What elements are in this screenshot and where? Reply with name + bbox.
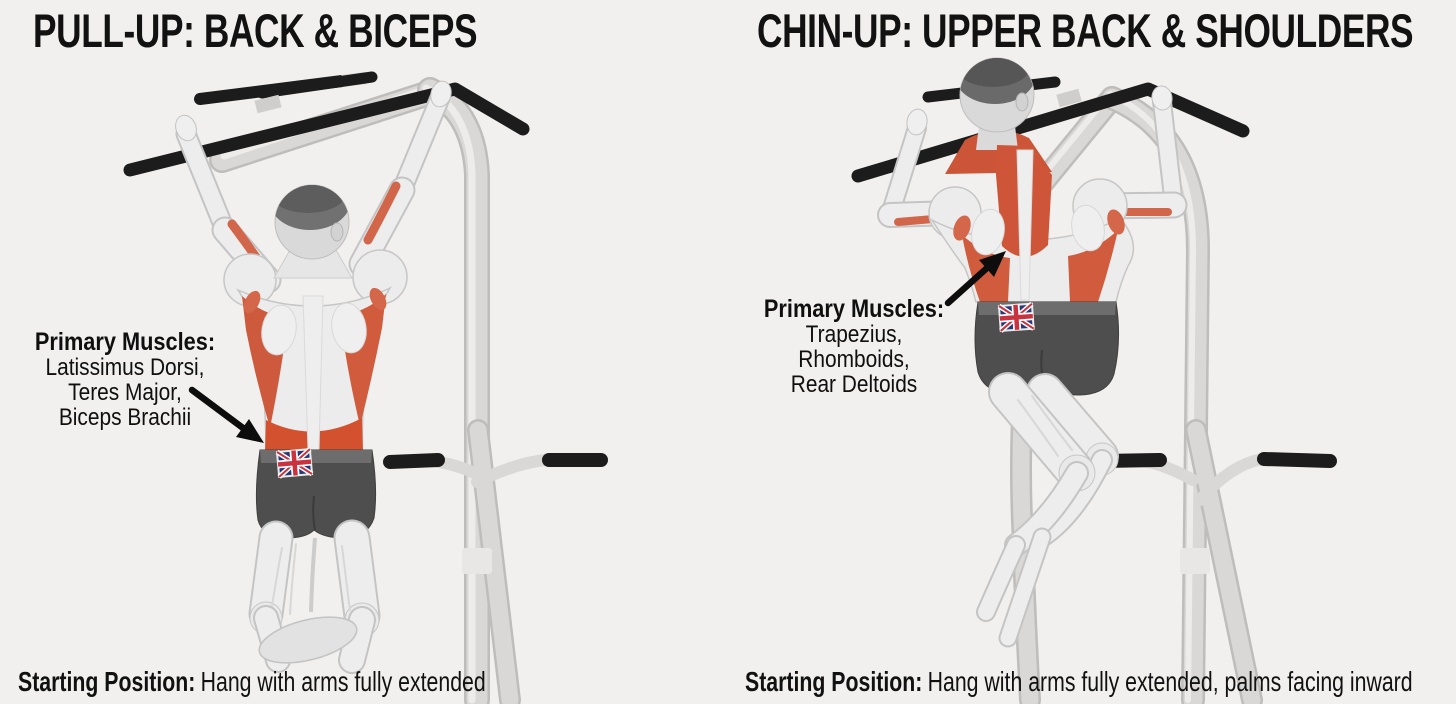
muscle-teres-left	[243, 290, 261, 314]
ear	[1015, 92, 1029, 112]
pullup-caption-text: Hang with arms fully extended	[200, 666, 486, 697]
hand-right	[1151, 85, 1173, 111]
pullup-multigrip-bar	[123, 71, 530, 177]
hand-left	[175, 114, 197, 142]
muscle-rear-delt-left	[953, 215, 971, 241]
pullup-starting-position: Starting Position:Hang with arms fully e…	[18, 666, 486, 698]
chinup-muscle-line: Trapezius,	[805, 321, 903, 348]
chinup-caption-label: Starting Position:	[745, 666, 923, 697]
ear	[330, 222, 344, 242]
muscle-teres-right	[369, 287, 387, 311]
chinup-muscle-line: Rear Deltoids	[790, 371, 918, 398]
pullup-primary-muscles: Primary Muscles: Latissimus Dorsi, Teres…	[29, 328, 220, 431]
union-jack-flag	[277, 449, 312, 477]
pullup-title: PULL-UP: BACK & BICEPS	[33, 4, 478, 57]
pullup-annotation-arrow	[188, 386, 264, 443]
hand-right	[430, 80, 452, 108]
chinup-title: CHIN-UP: UPPER BACK & SHOULDERS	[757, 4, 1414, 57]
pullup-muscle-line: Biceps Brachii	[58, 404, 192, 431]
calf-cross	[258, 616, 358, 664]
chinup-figure	[877, 57, 1188, 648]
hand-left	[906, 108, 928, 136]
chinup-muscles-heading: Primary Muscles:	[763, 295, 945, 323]
pullup-muscles-heading: Primary Muscles:	[34, 328, 216, 356]
chinup-annotation-arrow	[944, 251, 1006, 307]
muscle-lat-right	[1068, 230, 1118, 302]
pullup-muscle-line: Teres Major,	[68, 379, 182, 406]
chinup-starting-position: Starting Position:Hang with arms fully e…	[745, 666, 1413, 698]
pullup-caption-label: Starting Position:	[18, 666, 196, 697]
muscle-rear-delt-right	[1107, 209, 1125, 235]
pullup-figure	[175, 80, 452, 674]
union-jack-flag	[999, 304, 1034, 331]
pullup-muscle-line: Latissimus Dorsi,	[45, 354, 205, 381]
chinup-muscle-line: Rhomboids,	[798, 346, 910, 373]
frame-collar	[1180, 548, 1210, 574]
frame-collar	[462, 548, 492, 574]
chinup-primary-muscles: Primary Muscles: Trapezius, Rhomboids, R…	[758, 295, 949, 398]
chinup-caption-text: Hang with arms fully extended, palms fac…	[927, 666, 1413, 697]
muscle-biceps-right	[363, 181, 401, 245]
